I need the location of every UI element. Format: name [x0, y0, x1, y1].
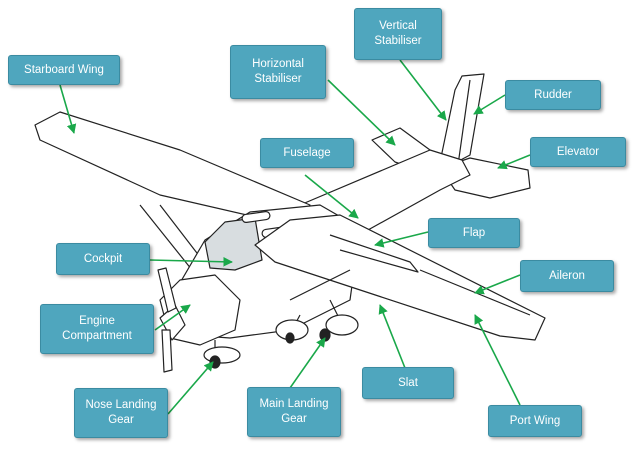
label-horizontal-stabiliser: Horizontal Stabiliser [230, 45, 326, 99]
label-starboard-wing: Starboard Wing [8, 55, 120, 85]
propeller-blade-1 [157, 267, 177, 313]
label-fuselage: Fuselage [260, 138, 354, 168]
rudder-shape [457, 79, 471, 166]
aircraft-drawing [34, 73, 546, 373]
label-elevator: Elevator [530, 137, 626, 167]
leader-nose-landing-gear [167, 361, 214, 415]
leader-slat [378, 304, 406, 369]
leader-rudder [473, 94, 506, 115]
label-rudder: Rudder [505, 80, 601, 110]
leader-port-wing [474, 314, 521, 406]
label-main-landing-gear: Main Landing Gear [247, 387, 341, 437]
label-slat: Slat [362, 367, 454, 399]
starboard-wing-shape [34, 111, 311, 226]
leader-lines [59, 59, 531, 415]
flap-line [329, 234, 419, 273]
canopy-shape [204, 217, 263, 271]
leader-elevator [497, 154, 531, 170]
nose-wheel [209, 355, 221, 369]
vertical-stabiliser-shape [437, 73, 485, 173]
leader-aileron [474, 274, 521, 295]
label-vertical-stabiliser: Vertical Stabiliser [354, 8, 442, 60]
leader-flap [374, 231, 429, 248]
leader-fuselage [304, 174, 359, 219]
main-gear-fairing-right [325, 314, 359, 336]
label-nose-landing-gear: Nose Landing Gear [74, 388, 168, 438]
label-flap: Flap [428, 218, 520, 248]
leader-horizontal-stabiliser [327, 79, 396, 146]
label-aileron: Aileron [520, 260, 614, 292]
propeller-blade-2 [161, 329, 173, 373]
label-cockpit: Cockpit [56, 243, 150, 275]
leader-cockpit [149, 256, 233, 267]
port-strut [289, 269, 351, 301]
leader-starboard-wing [59, 84, 77, 134]
label-port-wing: Port Wing [488, 405, 582, 437]
leader-main-landing-gear [289, 337, 326, 389]
nose-gear-fairing [203, 346, 241, 364]
label-engine-compartment: Engine Compartment [40, 304, 154, 354]
leader-vertical-stabiliser [399, 59, 447, 121]
leader-engine-compartment [154, 304, 191, 331]
port-wing-shape [254, 214, 546, 341]
window-1 [241, 211, 271, 223]
main-wheel-left [285, 332, 295, 344]
